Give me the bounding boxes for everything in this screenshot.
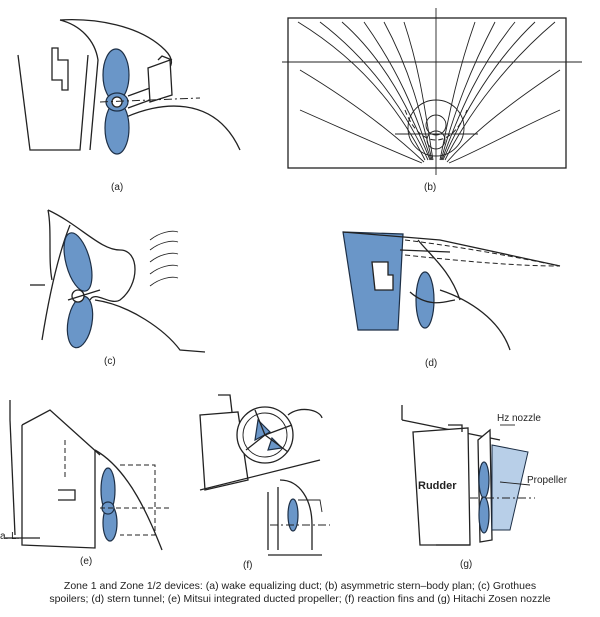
propeller-blade-f	[287, 498, 299, 532]
panel-label-d: (d)	[425, 358, 438, 369]
hz-nozzle-label: Hz nozzle	[497, 413, 541, 424]
panel-label-f: (f)	[243, 560, 253, 571]
panel-label-c: (c)	[104, 356, 116, 367]
rudder-f	[199, 411, 249, 491]
figure-caption: Zone 1 and Zone 1/2 devices: (a) wake eq…	[0, 580, 600, 606]
panel-c-drawing	[30, 209, 206, 353]
propeller-label: Propeller	[527, 475, 568, 486]
panel-label-e: (e)	[80, 556, 93, 567]
panel-d-drawing	[342, 231, 561, 351]
panel-label-a: (a)	[111, 182, 124, 193]
wake-duct	[147, 59, 173, 103]
propeller-blade-c-bottom	[66, 295, 94, 349]
panel-f-drawing	[199, 394, 330, 556]
panel-label-g: (g)	[460, 559, 473, 570]
panel-a-drawing	[17, 19, 241, 155]
caption-line-1: Zone 1 and Zone 1/2 devices: (a) wake eq…	[63, 580, 537, 592]
rudder-d	[342, 231, 404, 331]
al-label: a. L.	[0, 531, 20, 542]
propeller-blade-g-top	[478, 461, 490, 499]
panel-b-drawing	[282, 8, 582, 175]
body-plan-frame	[287, 17, 567, 169]
propeller-blade-d	[415, 271, 435, 329]
panel-e-drawing	[5, 400, 170, 551]
caption-line-2: spoilers; (d) stern tunnel; (e) Mitsui i…	[49, 593, 551, 605]
propeller-blade-g-bottom	[478, 496, 490, 534]
propeller-blade-c-top	[63, 232, 93, 292]
panel-label-b: (b)	[424, 182, 437, 193]
hz-nozzle	[491, 444, 529, 531]
panel-g-drawing	[401, 405, 535, 546]
rudder-label: Rudder	[418, 480, 457, 492]
